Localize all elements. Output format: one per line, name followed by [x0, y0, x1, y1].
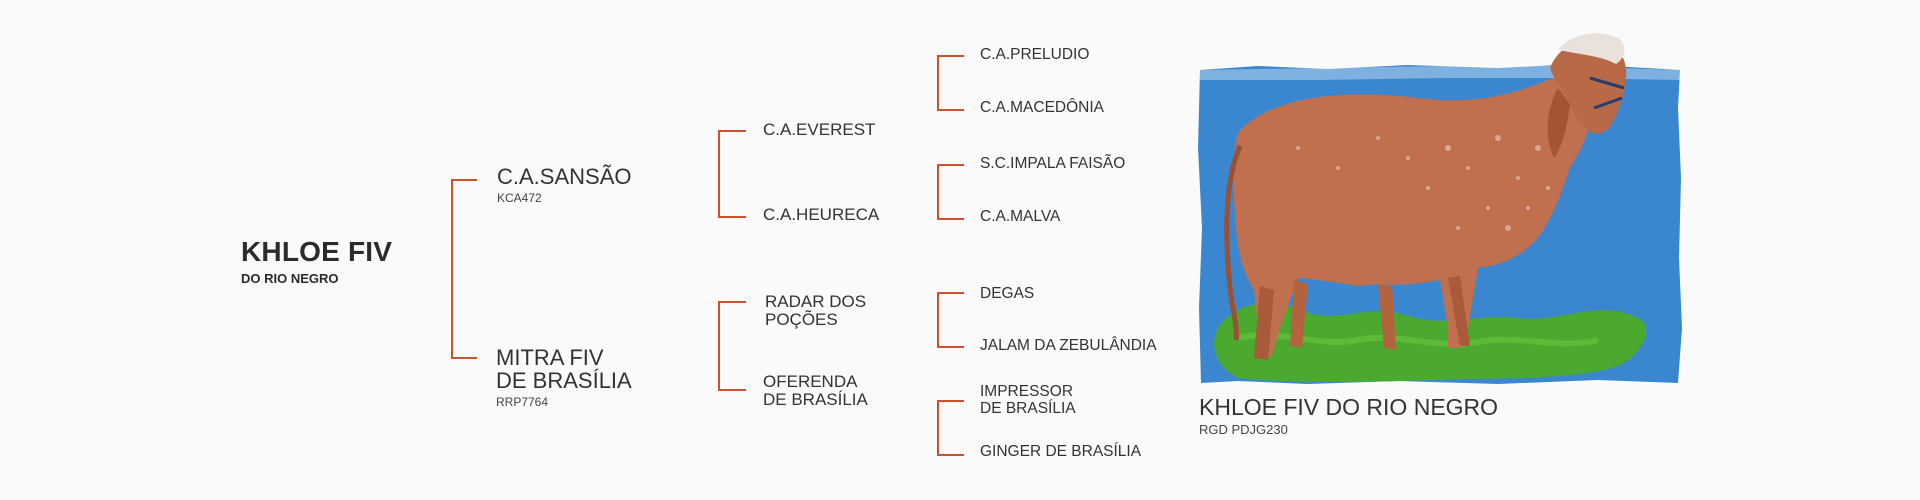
- ggp-5: DEGAS: [980, 285, 1035, 302]
- ggp-7-line2: DE BRASÍLIA: [980, 400, 1076, 418]
- parents-bracket: [451, 179, 477, 359]
- ggp-1: C.A.PRELUDIO: [980, 46, 1090, 63]
- sire-name: C.A.SANSÃO: [497, 164, 632, 189]
- cow-photo-icon: [1198, 33, 1682, 384]
- subject-name: KHLOE FIV: [241, 236, 393, 267]
- maternal-granddam-line1: OFERENDA: [763, 372, 858, 391]
- ggp-8: GINGER DE BRASÍLIA: [980, 443, 1142, 460]
- subject-subtitle: DO RIO NEGRO: [241, 270, 339, 286]
- ggp-3: S.C.IMPALA FAISÃO: [980, 155, 1126, 172]
- ggp-7: IMPRESSOR DE BRASÍLIA: [980, 383, 1076, 417]
- photo-caption-name: KHLOE FIV DO RIO NEGRO: [1199, 394, 1499, 420]
- dam-registration: RRP7764: [496, 395, 549, 410]
- ggp-7-line1: IMPRESSOR: [980, 383, 1074, 400]
- dam-name-line2: DE BRASÍLIA: [496, 368, 632, 394]
- sire-grandparents-bracket: [718, 130, 746, 218]
- ggp-bracket-1: [937, 55, 964, 111]
- subject-block: KHLOE FIV DO RIO NEGRO: [241, 236, 393, 286]
- paternal-granddam: C.A.HEURECA: [763, 205, 880, 224]
- dam-name-line1: MITRA FIV: [496, 345, 604, 370]
- photo-caption: KHLOE FIV DO RIO NEGRO RGD PDJG230: [1199, 394, 1499, 438]
- ggp-4: C.A.MALVA: [980, 208, 1061, 225]
- ggp-2: C.A.MACEDÔNIA: [980, 99, 1105, 116]
- maternal-grandsire: RADAR DOS POÇÕES: [765, 293, 866, 329]
- maternal-grandsire-line1: RADAR DOS: [765, 292, 867, 311]
- maternal-grandsire-line2: POÇÕES: [765, 309, 838, 329]
- ggp-6: JALAM DA ZEBULÂNDIA: [980, 337, 1157, 354]
- ggp-bracket-3: [937, 292, 964, 348]
- photo-caption-registration: RGD PDJG230: [1199, 422, 1288, 438]
- sire-block: C.A.SANSÃO KCA472: [497, 165, 631, 205]
- maternal-granddam: OFERENDA DE BRASÍLIA: [763, 373, 868, 409]
- maternal-granddam-line2: DE BRASÍLIA: [763, 389, 868, 409]
- sire-registration: KCA472: [497, 191, 542, 206]
- ggp-bracket-2: [937, 164, 964, 220]
- paternal-grandsire: C.A.EVEREST: [763, 120, 876, 139]
- ggp-bracket-4: [937, 400, 964, 456]
- cow-photo: [1198, 28, 1682, 386]
- dam-grandparents-bracket: [718, 301, 746, 391]
- dam-block: MITRA FIV DE BRASÍLIA RRP7764: [496, 346, 632, 409]
